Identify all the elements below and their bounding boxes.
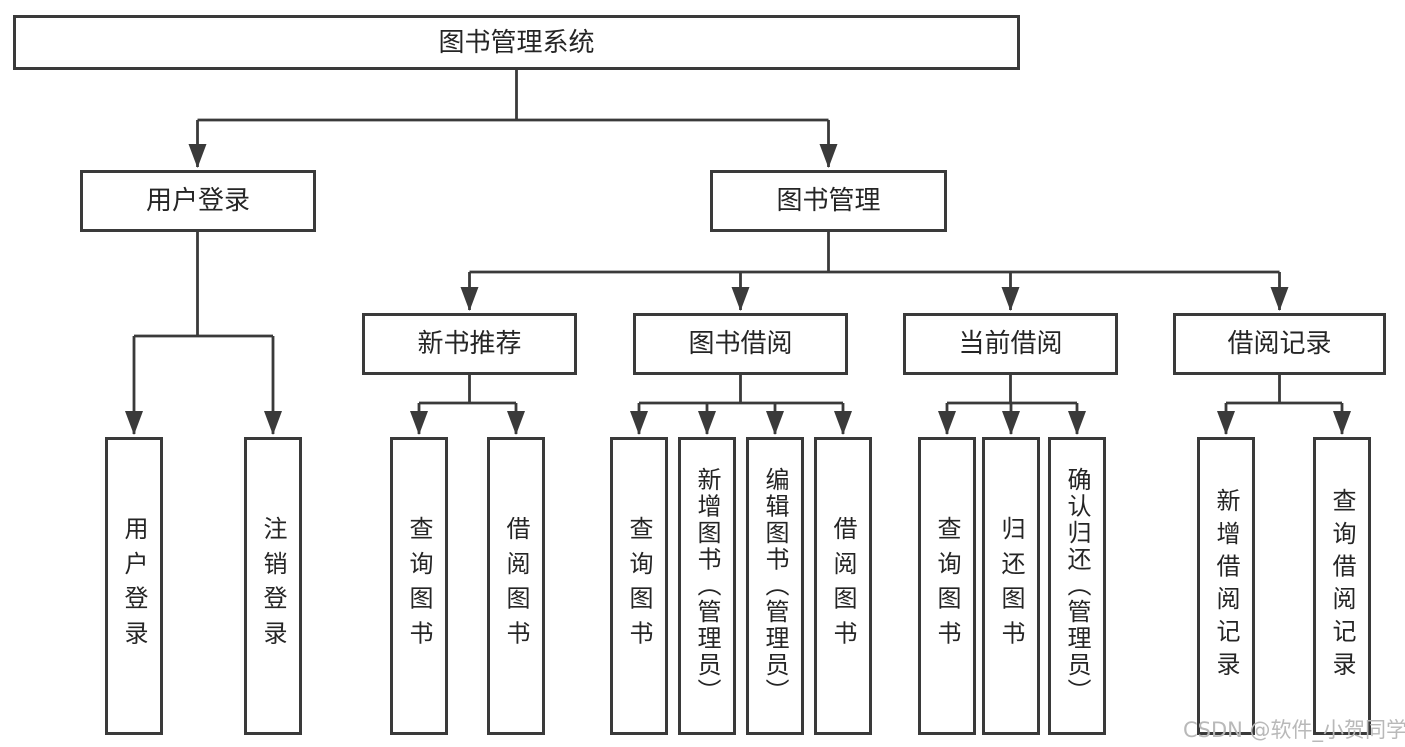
leaf-return-book: 归还图书: [982, 437, 1040, 735]
node-label: 归还图书: [997, 516, 1025, 656]
node-label: 确认归还（管理员）: [1063, 467, 1091, 705]
node-label: 图书借阅: [688, 329, 793, 359]
node-label: 新增借阅记录: [1212, 488, 1240, 684]
node-label: 查询图书: [405, 516, 433, 656]
node-label: 查询图书: [625, 516, 653, 656]
leaf-logout: 注销登录: [244, 437, 302, 735]
leaf-recommend-borrow-book: 借阅图书: [487, 437, 545, 735]
node-user-login: 用户登录: [80, 170, 316, 232]
leaf-edit-book-admin: 编辑图书（管理员）: [746, 437, 804, 735]
leaf-recommend-query-book: 查询图书: [390, 437, 448, 735]
node-book-borrow: 图书借阅: [633, 313, 848, 375]
node-label: 新书推荐: [417, 329, 522, 359]
node-new-book-recommend: 新书推荐: [362, 313, 577, 375]
node-label: 借阅图书: [502, 516, 530, 656]
leaf-borrow-query-book: 查询图书: [610, 437, 668, 735]
csdn-watermark: CSDN @软件_小贺同学: [1183, 718, 1405, 742]
node-label: 新增图书（管理员）: [693, 467, 721, 705]
leaf-add-book-admin: 新增图书（管理员）: [678, 437, 736, 735]
leaf-query-borrow-record: 查询借阅记录: [1313, 437, 1371, 735]
node-label: 编辑图书（管理员）: [761, 467, 789, 705]
node-label: 用户登录: [145, 186, 250, 216]
node-label: 当前借阅: [958, 329, 1063, 359]
leaf-add-borrow-record: 新增借阅记录: [1197, 437, 1255, 735]
node-label: 查询借阅记录: [1328, 488, 1356, 684]
node-root-library-system: 图书管理系统: [13, 15, 1020, 70]
node-label: 图书管理系统: [438, 27, 595, 58]
node-current-borrow: 当前借阅: [903, 313, 1118, 375]
node-label: 图书管理: [776, 186, 881, 216]
node-label: 查询图书: [933, 516, 961, 656]
leaf-current-query-book: 查询图书: [918, 437, 976, 735]
leaf-borrow-book: 借阅图书: [814, 437, 872, 735]
node-label: 注销登录: [259, 516, 287, 656]
node-book-management: 图书管理: [710, 170, 947, 232]
node-label: 用户登录: [120, 516, 148, 656]
node-label: 借阅图书: [829, 516, 857, 656]
node-label: 借阅记录: [1227, 329, 1332, 359]
node-borrow-records: 借阅记录: [1173, 313, 1386, 375]
leaf-confirm-return-admin: 确认归还（管理员）: [1048, 437, 1106, 735]
leaf-user-login: 用户登录: [105, 437, 163, 735]
